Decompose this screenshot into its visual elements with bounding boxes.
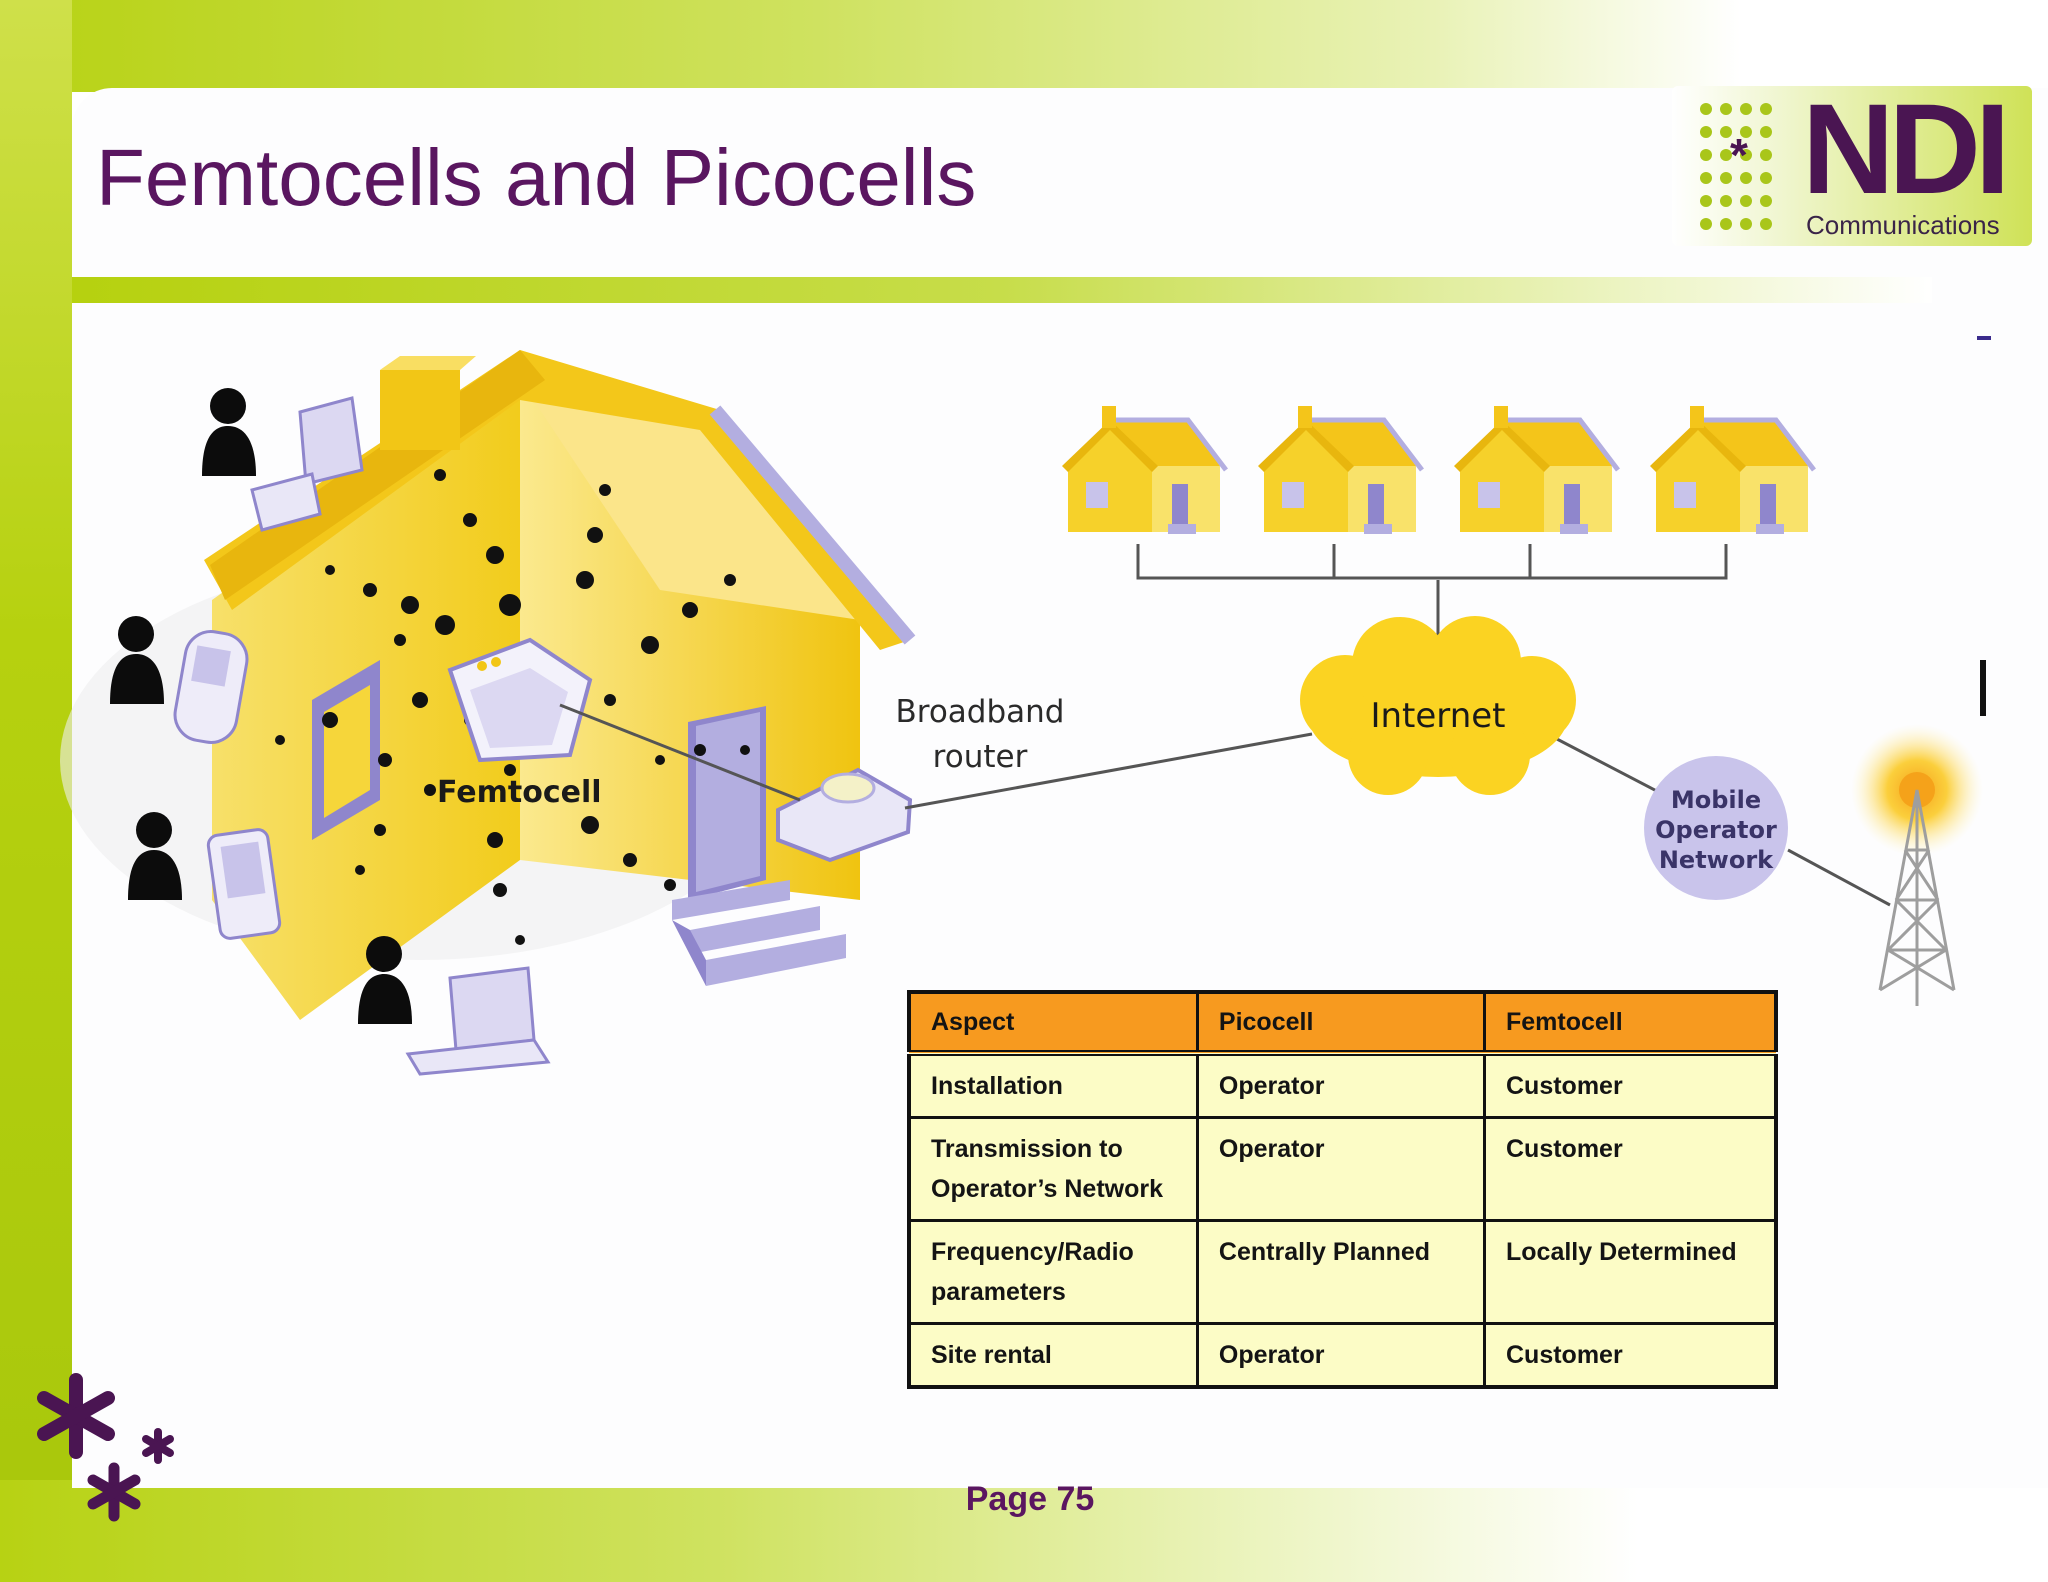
femtocell-label: Femtocell [437,775,602,810]
table-row: Installation Operator Customer [907,1051,1778,1119]
logo-dot-grid [1696,100,1776,238]
table-cell: Transmission to Operator’s Network [907,1116,1199,1222]
logo-subtitle: Communications [1806,210,2000,240]
user-devices [110,388,551,1076]
table-cell: Installation [907,1051,1199,1119]
house-illustration [204,350,916,1020]
mobile-phone-icon [250,396,364,532]
small-house-icon [1062,406,1226,534]
person-icon [202,388,256,476]
small-house-icon [1258,406,1422,534]
left-frame-band [0,0,72,1582]
operator-label-line1: Mobile [1671,786,1761,814]
diagram-labels: Femtocell Broadband router Internet Mobi… [437,694,1777,874]
small-house-icon [1650,406,1814,534]
table-header-row: Aspect Picocell Femtocell [907,990,1778,1055]
logo-background [1672,86,2032,246]
ndi-logo: * NDI Communications [1672,86,2032,246]
bottom-frame-band [0,1480,2048,1582]
operator-network-node [1644,756,1788,900]
table-cell: Centrally Planned [1195,1219,1487,1325]
table-cell: Frequency/Radio parameters [907,1219,1199,1325]
laptop-icon [405,966,551,1076]
table-row: Transmission to Operator’s Network Opera… [907,1116,1778,1222]
table-cell: Customer [1483,1322,1778,1389]
small-house-icon [1454,406,1618,534]
table-row: Frequency/Radio parameters Centrally Pla… [907,1219,1778,1325]
page-number: Page 75 [965,1480,1095,1518]
asterisk-icon [37,1373,174,1522]
pda-icon [206,828,282,940]
comparison-table: Aspect Picocell Femtocell Installation O… [907,990,1778,1389]
table-cell: Operator [1195,1116,1487,1222]
table-cell: Site rental [907,1322,1199,1389]
table-cell: Operator [1195,1051,1487,1119]
router-device-icon [776,767,913,863]
top-frame-band [0,0,2048,92]
column-header: Aspect [907,990,1199,1055]
table-cell: Customer [1483,1116,1778,1222]
slide-title: Femtocells and Picocells [96,133,977,222]
internet-cloud-icon [1300,616,1576,795]
table-cell: Locally Determined [1483,1219,1778,1325]
router-label-line2: router [933,739,1028,775]
title-underline [72,277,1932,303]
table-cell: Operator [1195,1322,1487,1389]
column-header: Picocell [1195,990,1487,1055]
operator-label-line3: Network [1659,846,1774,874]
small-dash-mark [1977,336,1991,340]
neighbour-houses [1062,406,1814,534]
femtocell-device-icon [447,637,593,763]
internet-label: Internet [1370,696,1505,736]
edge-mark [1980,660,1986,716]
table-cell: Customer [1483,1051,1778,1119]
operator-label-line2: Operator [1655,816,1777,844]
logo-wordmark: NDI [1802,78,2010,221]
column-header: Femtocell [1483,990,1778,1055]
router-label-line1: Broadband [896,694,1065,730]
logo-asterisk: * [1730,129,1748,181]
table-row: Site rental Operator Customer [907,1322,1778,1389]
cell-tower-icon [1851,724,1983,1006]
handheld-device-icon [173,630,249,744]
decorative-asterisks [37,1373,174,1522]
